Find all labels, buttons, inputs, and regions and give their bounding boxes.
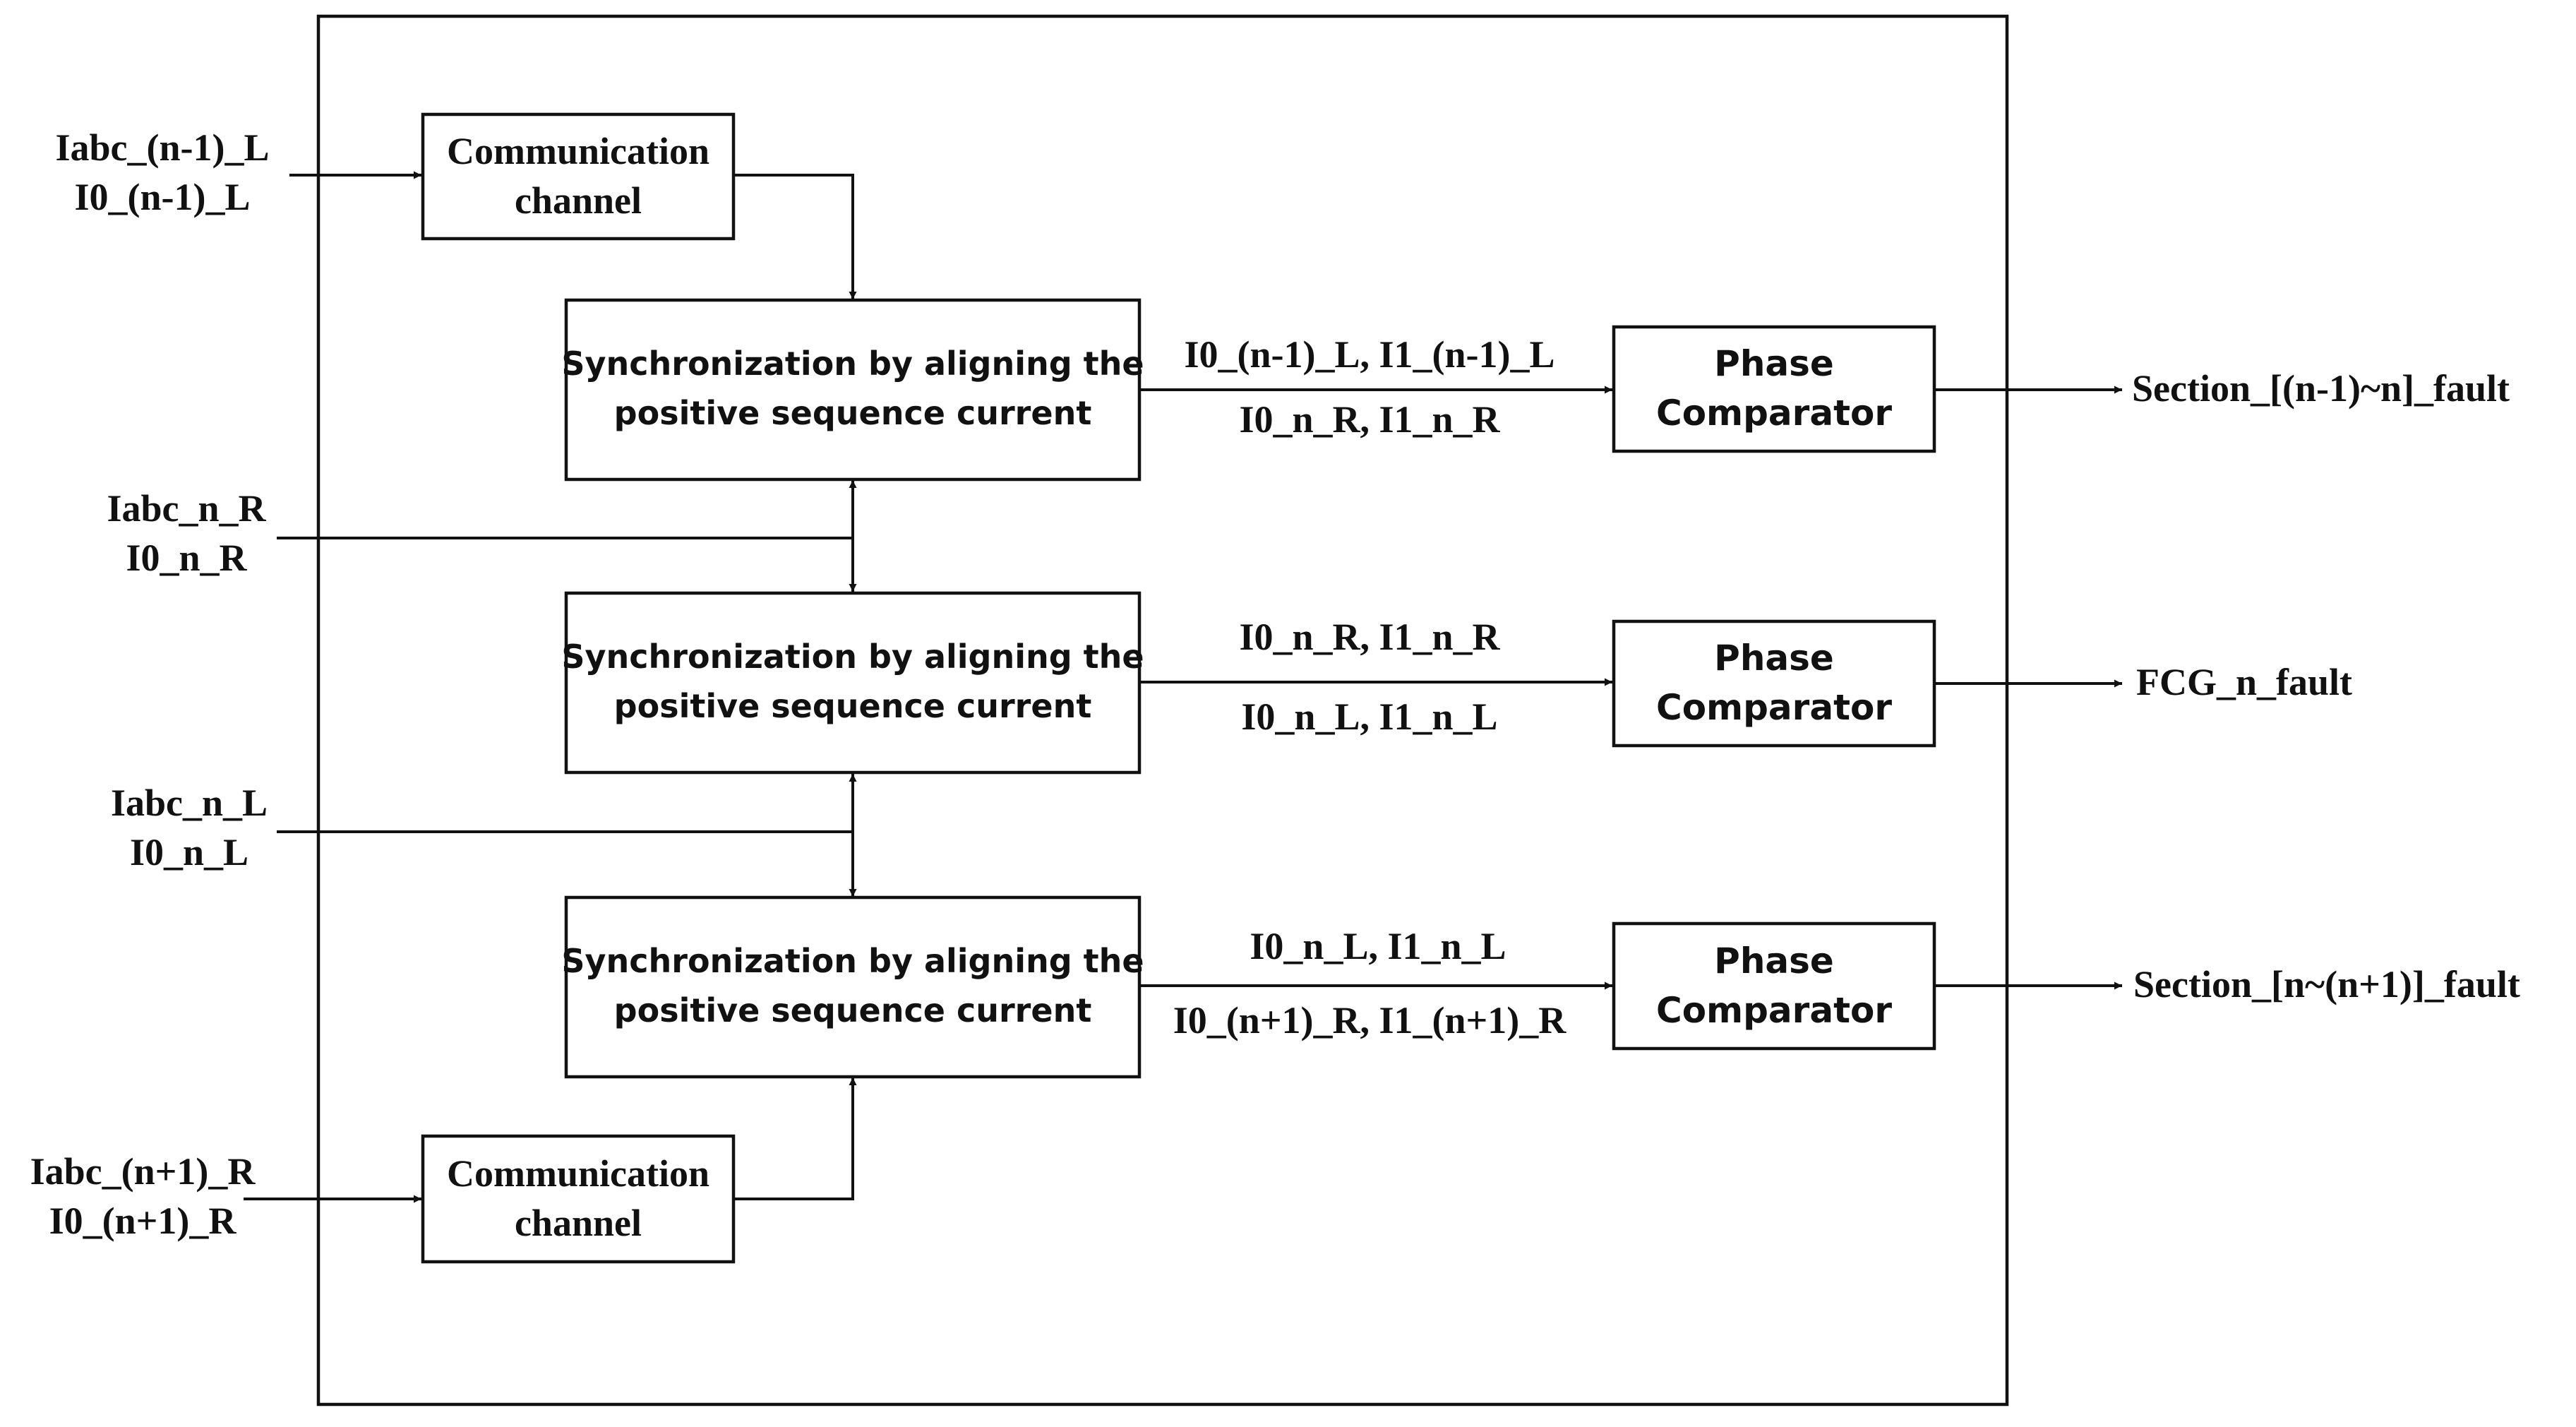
output-label-fcg: FCG_n_fault (2136, 661, 2352, 703)
phase-comparator-bottom-line2: Comparator (1656, 990, 1892, 1031)
signal-label-bottom-above: I0_n_L, I1_n_L (1250, 925, 1506, 967)
input-label-iabc-next-right: Iabc_(n+1)_R (30, 1150, 256, 1193)
signal-label-bottom-below: I0_(n+1)_R, I1_(n+1)_R (1173, 999, 1567, 1041)
communication-channel-bottom-line2: channel (515, 1202, 642, 1244)
synchronization-block-top-line1: Synchronization by aligning the (561, 345, 1144, 383)
synchronization-block-mid-line2: positive sequence current (614, 687, 1092, 725)
input-label-i0-n-right: I0_n_R (126, 537, 247, 579)
input-label-iabc-prev-left: Iabc_(n-1)_L (55, 126, 269, 169)
synchronization-block-bottom: Synchronization by aligning the positive… (561, 895, 1144, 1079)
phase-comparator-top-line2: Comparator (1656, 393, 1892, 434)
signal-label-top-below: I0_n_R, I1_n_R (1239, 398, 1500, 441)
synchronization-block-mid: Synchronization by aligning the positive… (561, 591, 1144, 775)
communication-channel-top-line1: Communication (447, 130, 709, 172)
phase-comparator-bottom: Phase Comparator (1612, 921, 1936, 1051)
communication-channel-bottom: Communication channel (421, 1134, 736, 1264)
comm-top-to-sync-top-wire (733, 174, 857, 299)
synchronization-block-top: Synchronization by aligning the positive… (561, 298, 1144, 482)
input-label-i0-next-right: I0_(n+1)_R (49, 1200, 237, 1242)
phase-comparator-mid: Phase Comparator (1612, 619, 1936, 748)
phase-comparator-bottom-line1: Phase (1714, 941, 1834, 981)
input-label-i0-prev-left: I0_(n-1)_L (74, 176, 250, 218)
signal-label-mid-above: I0_n_R, I1_n_R (1239, 616, 1500, 658)
output-label-section-prev: Section_[(n-1)~n]_fault (2132, 367, 2510, 410)
communication-channel-top-line2: channel (515, 179, 642, 222)
output-label-section-next: Section_[n~(n+1)]_fault (2133, 963, 2520, 1005)
comm-bottom-to-sync-bottom-wire (733, 1077, 857, 1200)
signal-label-top-above: I0_(n-1)_L, I1_(n-1)_L (1184, 333, 1554, 376)
input-label-iabc-n-left: Iabc_n_L (111, 782, 268, 824)
input-label-iabc-n-right: Iabc_n_R (107, 487, 266, 530)
input-label-i0-n-left: I0_n_L (130, 831, 248, 873)
signal-label-mid-below: I0_n_L, I1_n_L (1241, 695, 1497, 738)
synchronization-block-bottom-line2: positive sequence current (614, 991, 1092, 1029)
synchronization-block-top-line2: positive sequence current (614, 394, 1092, 432)
phase-comparator-mid-line2: Comparator (1656, 687, 1892, 728)
communication-channel-top: Communication channel (421, 112, 736, 241)
communication-channel-bottom-line1: Communication (447, 1152, 709, 1195)
phase-comparator-mid-line1: Phase (1714, 638, 1834, 679)
phase-comparator-top: Phase Comparator (1612, 325, 1936, 453)
synchronization-block-bottom-line1: Synchronization by aligning the (561, 942, 1144, 980)
synchronization-block-mid-line1: Synchronization by aligning the (561, 638, 1144, 676)
relay-enclosure (316, 14, 2009, 1407)
phase-comparator-top-line1: Phase (1714, 343, 1834, 384)
